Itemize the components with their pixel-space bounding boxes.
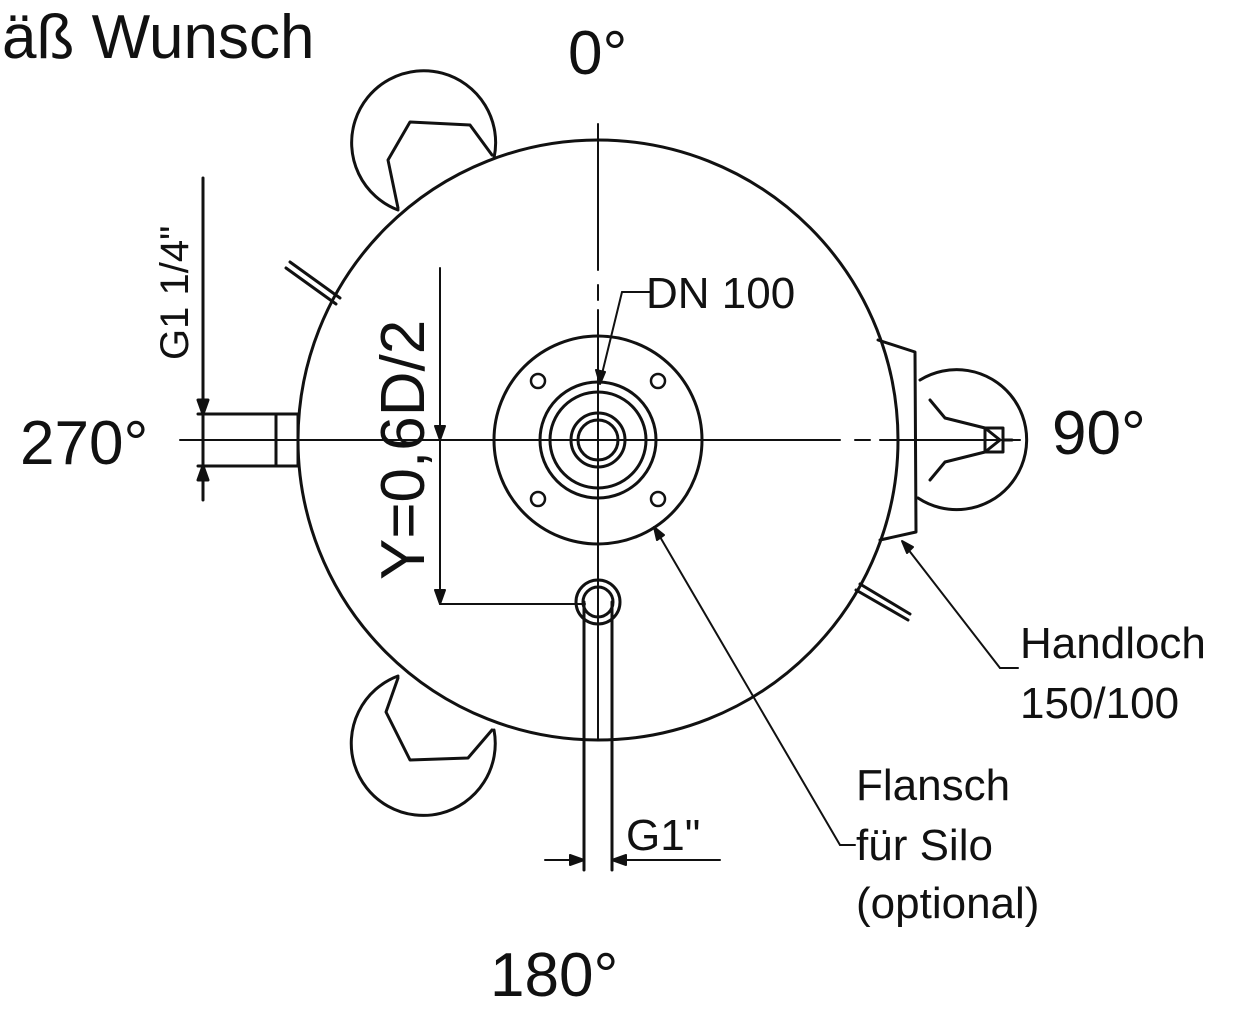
flange-label-line3: (optional)	[856, 879, 1039, 928]
flange-label-line2: für Silo	[856, 821, 993, 870]
angle-label-right: 90°	[1052, 399, 1146, 468]
support-lug-top-left	[350, 69, 498, 212]
side-pipes	[284, 260, 912, 622]
angle-label-top: 0°	[568, 19, 627, 88]
side-connection-label: G1 1/4"	[153, 226, 197, 360]
title-fragment: äß Wunsch	[2, 3, 314, 72]
support-lug-right	[916, 368, 1029, 512]
centerlines	[179, 123, 1021, 741]
leader-dn100	[595, 291, 651, 385]
leader-handhole	[901, 540, 1019, 669]
bottom-nozzle	[574, 578, 622, 872]
left-nozzle	[196, 176, 300, 502]
bottom-connection-label: G1"	[626, 811, 700, 860]
leader-flange	[653, 526, 856, 846]
offset-dimension	[434, 267, 586, 605]
dn100-label: DN 100	[646, 269, 795, 318]
support-lug-bottom-left	[349, 674, 497, 817]
flange-label-line1: Flansch	[856, 761, 1010, 810]
handhole-label-line1: Handloch	[1020, 619, 1206, 668]
handhole	[876, 338, 1014, 542]
offset-dimension-label: Y=0,6D/2	[369, 320, 438, 580]
angle-label-left: 270°	[20, 409, 148, 478]
handhole-label-line2: 150/100	[1020, 679, 1179, 728]
flange-bolt-holes	[529, 372, 667, 508]
flange-dn100	[492, 334, 704, 546]
bottom-dimension	[544, 854, 721, 866]
angle-label-bottom: 180°	[490, 941, 618, 1010]
